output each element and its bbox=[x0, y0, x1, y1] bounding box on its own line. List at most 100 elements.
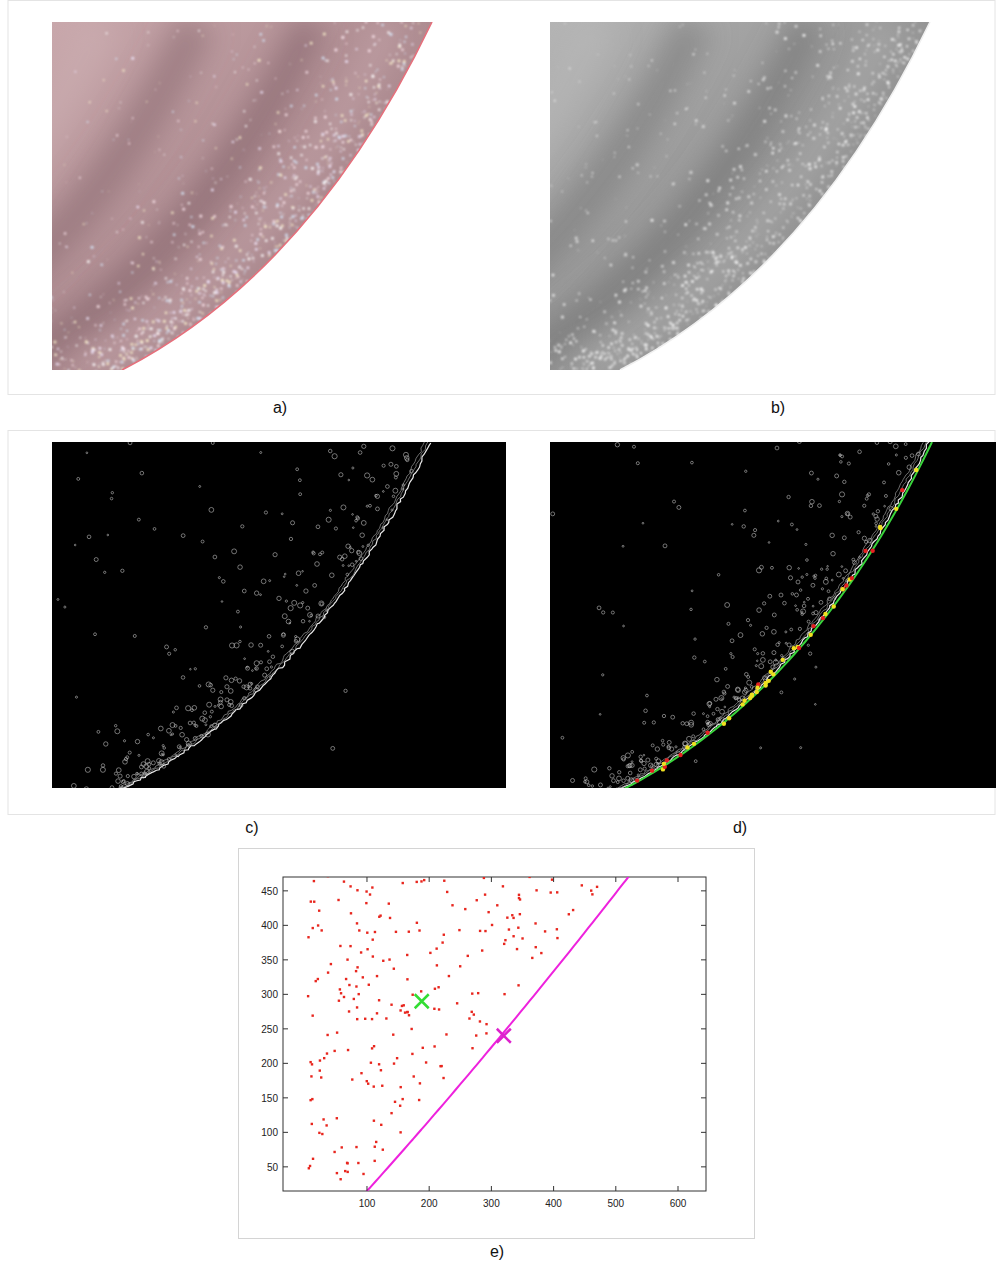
sparkle bbox=[136, 331, 137, 332]
sparkle bbox=[856, 116, 859, 119]
sparkle bbox=[850, 151, 851, 152]
sparkle bbox=[770, 201, 772, 203]
sparkle bbox=[734, 240, 736, 242]
sparkle bbox=[800, 175, 803, 178]
sparkle bbox=[851, 122, 852, 123]
sparkle bbox=[402, 289, 404, 291]
sparkle bbox=[105, 340, 106, 341]
sparkle bbox=[85, 337, 86, 338]
sparkle bbox=[619, 311, 620, 312]
sparkle bbox=[213, 215, 216, 218]
sparkle bbox=[174, 273, 175, 274]
sparkle bbox=[200, 312, 202, 314]
sparkle bbox=[728, 273, 730, 275]
sparkle bbox=[136, 359, 137, 360]
sparkle bbox=[818, 161, 819, 162]
sparkle bbox=[637, 280, 640, 283]
sparkle bbox=[896, 65, 898, 67]
sparkle bbox=[392, 60, 395, 63]
sparkle bbox=[286, 237, 289, 240]
sparkle bbox=[330, 148, 332, 150]
sparkle bbox=[782, 239, 783, 240]
sparkle bbox=[774, 259, 776, 261]
sparkle bbox=[857, 142, 859, 144]
sparkle bbox=[767, 230, 769, 232]
sparkle bbox=[230, 275, 232, 277]
sparkle bbox=[653, 338, 655, 340]
sparkle bbox=[262, 236, 264, 238]
sparkle bbox=[837, 66, 838, 67]
sparkle bbox=[685, 319, 687, 321]
sparkle bbox=[334, 22, 335, 23]
sparkle bbox=[179, 310, 182, 313]
sparkle bbox=[272, 223, 275, 226]
sparkle bbox=[214, 25, 216, 27]
sparkle bbox=[214, 277, 215, 278]
sparkle bbox=[196, 317, 199, 320]
sparkle bbox=[880, 97, 883, 100]
sparkle bbox=[698, 276, 700, 278]
sparkle bbox=[268, 254, 270, 256]
sparkle bbox=[903, 62, 905, 64]
sparkle bbox=[851, 38, 853, 40]
sparkle bbox=[253, 261, 254, 262]
sparkle bbox=[839, 107, 842, 110]
sparkle bbox=[832, 343, 833, 344]
sparkle bbox=[913, 38, 914, 39]
sparkle bbox=[648, 336, 649, 337]
sparkle bbox=[676, 327, 679, 330]
sparkle bbox=[660, 317, 662, 319]
sparkle bbox=[677, 331, 678, 332]
sparkle bbox=[642, 291, 644, 293]
sparkle bbox=[783, 203, 786, 206]
sparkle bbox=[257, 180, 258, 181]
sparkle bbox=[749, 271, 752, 274]
sparkle bbox=[291, 215, 294, 218]
sparkle bbox=[271, 237, 274, 240]
sparkle bbox=[78, 369, 80, 370]
sparkle bbox=[230, 210, 231, 211]
sparkle bbox=[847, 144, 849, 146]
sparkle bbox=[318, 190, 319, 191]
sparkle bbox=[260, 33, 263, 36]
sparkle bbox=[582, 349, 585, 352]
sparkle bbox=[113, 337, 114, 338]
sparkle bbox=[309, 185, 311, 187]
sparkle bbox=[119, 354, 122, 357]
sparkle bbox=[295, 226, 296, 227]
sparkle bbox=[610, 355, 612, 357]
sparkle bbox=[623, 361, 626, 364]
sparkle bbox=[792, 213, 793, 214]
sparkle bbox=[634, 337, 637, 340]
sparkle bbox=[610, 342, 613, 345]
sparkle bbox=[147, 346, 148, 347]
sparkle bbox=[897, 34, 899, 36]
sparkle bbox=[215, 86, 216, 87]
sparkle bbox=[250, 240, 252, 242]
sparkle bbox=[583, 363, 585, 365]
sparkle bbox=[157, 320, 160, 323]
sparkle bbox=[603, 310, 606, 313]
sparkle bbox=[799, 367, 801, 369]
sparkle bbox=[296, 89, 298, 91]
sparkle bbox=[154, 341, 155, 342]
sparkle bbox=[850, 134, 853, 137]
sparkle bbox=[578, 250, 579, 251]
sparkle bbox=[221, 279, 223, 281]
sparkle bbox=[244, 224, 247, 227]
sparkle bbox=[341, 36, 344, 39]
sparkle bbox=[333, 171, 335, 173]
sparkle bbox=[654, 332, 656, 334]
sparkle bbox=[319, 76, 321, 78]
sparkle bbox=[636, 163, 639, 166]
sparkle bbox=[685, 293, 687, 295]
sparkle bbox=[767, 87, 769, 89]
sparkle bbox=[883, 95, 885, 97]
sparkle bbox=[702, 125, 705, 128]
sparkle bbox=[412, 215, 414, 217]
sparkle bbox=[368, 97, 369, 98]
sparkle bbox=[230, 265, 232, 267]
sparkle bbox=[190, 216, 192, 218]
sparkle bbox=[604, 352, 606, 354]
sparkle bbox=[236, 139, 238, 141]
